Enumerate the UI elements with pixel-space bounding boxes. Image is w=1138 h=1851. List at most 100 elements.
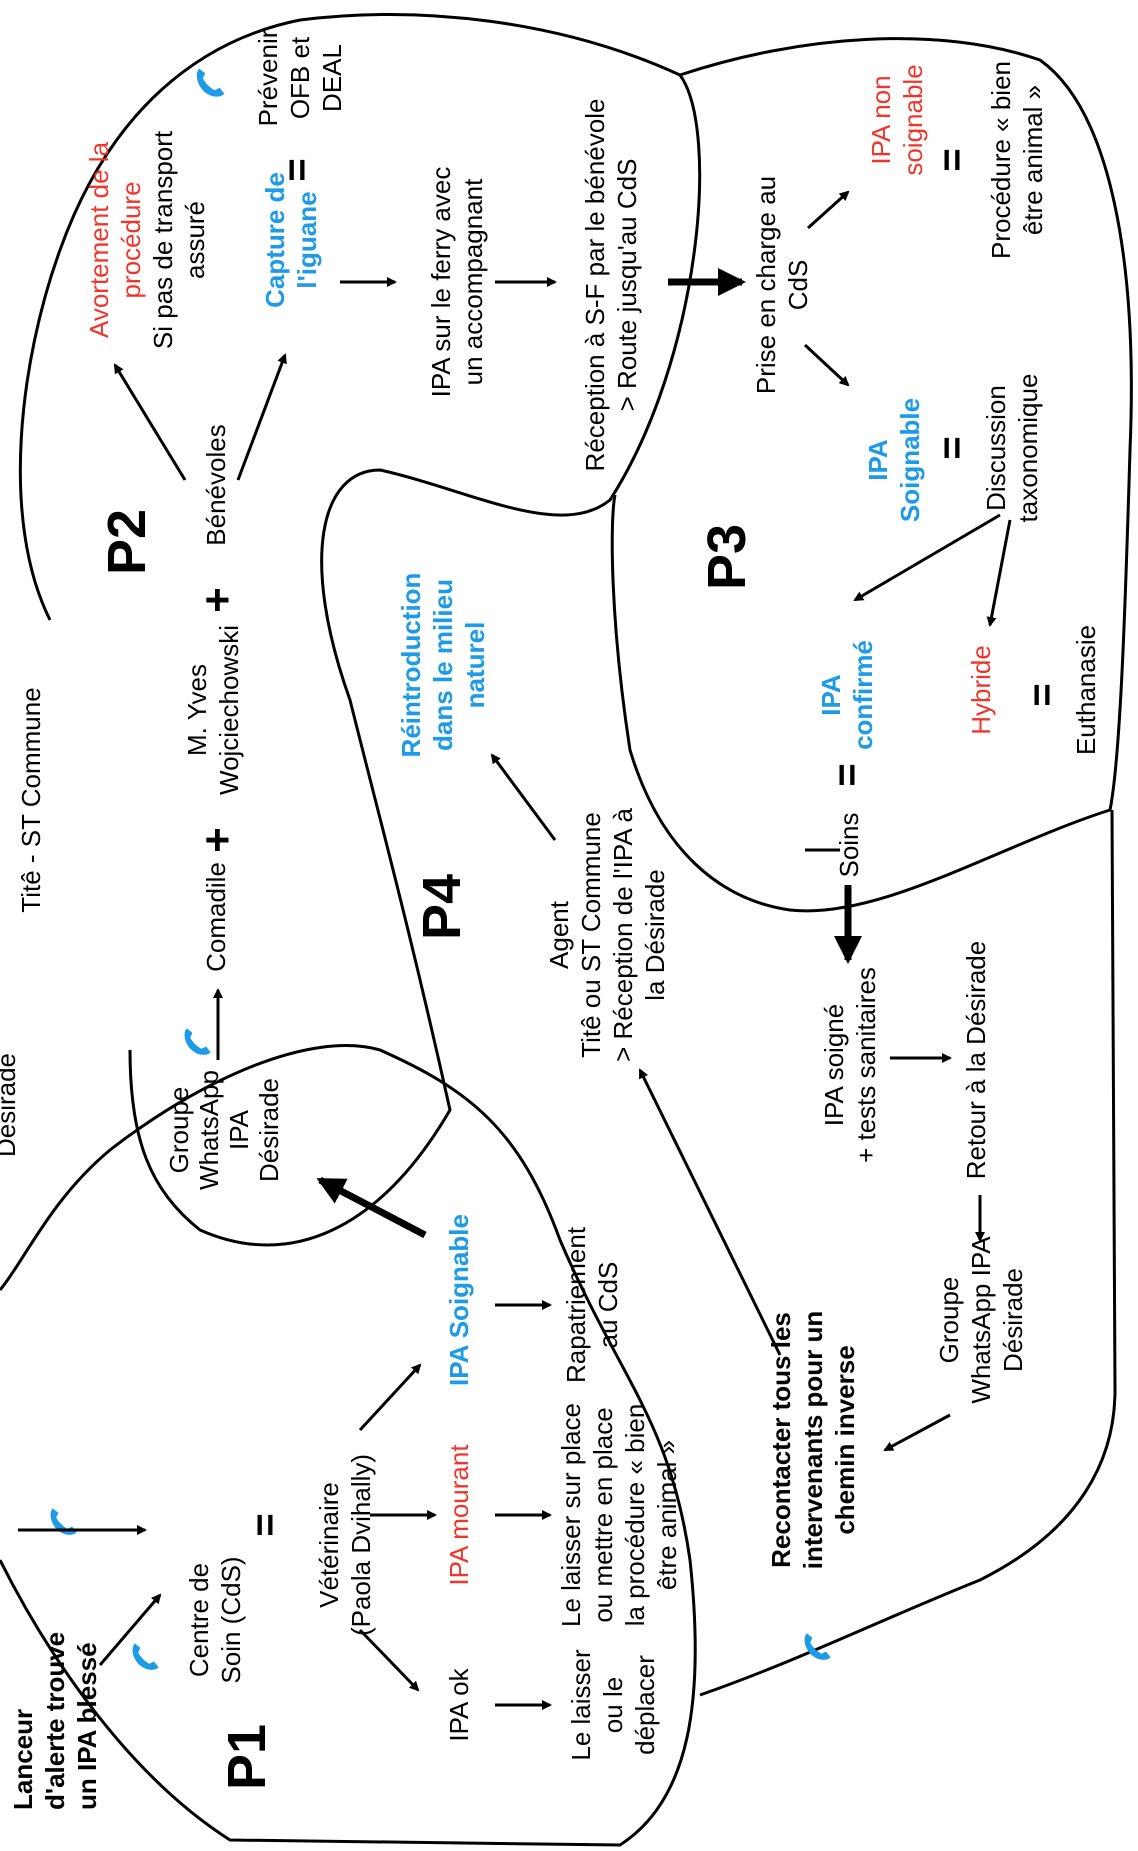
- arrow: [986, 519, 1012, 627]
- p1-region-outline: [0, 1044, 697, 1847]
- svg-text:> Route jusqu'au CdS: > Route jusqu'au CdS: [612, 159, 642, 412]
- p2-ferry-node: IPA sur le ferry avec un accompagnant: [426, 167, 488, 398]
- top-cut-label-2: Désirade: [0, 1053, 21, 1157]
- phone-icon: [132, 1643, 159, 1670]
- svg-text:WhatsApp: WhatsApp: [194, 1070, 224, 1190]
- svg-text:IPA: IPA: [863, 439, 893, 481]
- arrow: [806, 190, 850, 230]
- svg-text:> Réception de l'IPA à: > Réception de l'IPA à: [608, 808, 638, 1062]
- svg-text:(Paola Dvihally): (Paola Dvihally): [346, 1454, 376, 1636]
- plus-sign: +: [193, 827, 242, 853]
- svg-text:Lanceur: Lanceur: [8, 1709, 38, 1810]
- arrow: [883, 1413, 951, 1452]
- svg-text:Désirade: Désirade: [998, 1268, 1028, 1372]
- ipa-ok-label: IPA ok: [444, 1667, 474, 1741]
- p2-capture-node: Capture de l'iguane: [260, 172, 322, 308]
- top-cut-label: Titê - ST Commune: [16, 687, 46, 912]
- svg-text:confirmé: confirmé: [848, 640, 878, 750]
- svg-text:l'iguane: l'iguane: [292, 191, 322, 288]
- p1-cds-node: Centre de Soin (CdS): [184, 1556, 246, 1683]
- arrow: [236, 353, 287, 481]
- svg-text:OFB et: OFB et: [285, 36, 315, 119]
- svg-text:IPA non: IPA non: [866, 75, 896, 164]
- arrow: [113, 363, 187, 481]
- svg-text:Le laisser sur place: Le laisser sur place: [556, 1403, 586, 1627]
- p3-whatsapp-node: Groupe WhatsApp IPA Désirade: [934, 1236, 1028, 1404]
- svg-text:Procédure « bien: Procédure « bien: [986, 61, 1016, 259]
- svg-text:Désirade: Désirade: [254, 1078, 284, 1182]
- svg-text:CdS: CdS: [783, 260, 813, 311]
- svg-text:assuré: assuré: [180, 201, 210, 279]
- p1-leave-node: Le laisser ou le déplacer: [566, 1649, 660, 1761]
- svg-text:DEAL: DEAL: [317, 44, 347, 112]
- svg-text:Réception à S-F par le bénévol: Réception à S-F par le bénévole: [580, 99, 610, 472]
- svg-text:déplacer: déplacer: [630, 1655, 660, 1755]
- svg-text:Prévenir: Prévenir: [253, 29, 283, 126]
- svg-text:Wojciechowski: Wojciechowski: [214, 625, 244, 795]
- p1-welfare-node: Le laisser sur place ou mettre en place …: [556, 1403, 682, 1627]
- svg-text:IPA: IPA: [816, 674, 846, 716]
- euthanasie-label: Euthanasie: [1071, 625, 1101, 755]
- p3-discussion-node: Discussion taxonomique: [981, 374, 1043, 523]
- p3-soignable-node: IPA Soignable: [863, 398, 925, 522]
- svg-text:Réintroduction: Réintroduction: [396, 573, 426, 758]
- p2-reception-node: Réception à S-F par le bénévole > Route …: [580, 99, 642, 472]
- svg-text:Agent: Agent: [544, 900, 574, 969]
- svg-text:Avortement de la: Avortement de la: [84, 141, 114, 338]
- p2-whatsapp-node: Groupe WhatsApp IPA Désirade: [164, 1070, 284, 1190]
- p3-confirme-node: IPA confirmé: [816, 640, 878, 750]
- p2-yves-node: M. Yves Wojciechowski: [182, 625, 244, 795]
- p2-abort-node: Avortement de la procédure Si pas de tra…: [84, 130, 210, 349]
- arrow: [490, 753, 557, 841]
- svg-text:ou mettre en place: ou mettre en place: [588, 1407, 618, 1622]
- phase-label-p1: P1: [217, 1724, 277, 1790]
- svg-text:ou le: ou le: [598, 1677, 628, 1733]
- phase-label-p2: P2: [97, 509, 157, 575]
- phone-icon: [184, 1028, 211, 1055]
- p4-agent-node: Agent Titê ou ST Commune > Réception de …: [544, 808, 670, 1062]
- svg-text:Recontacter tous les: Recontacter tous les: [766, 1312, 796, 1568]
- p3-prise-node: Prise en charge au CdS: [751, 176, 813, 394]
- phase-label-p3: P3: [697, 524, 757, 590]
- p4-region-outline: [699, 809, 1117, 1697]
- p4-reintro-node: Réintroduction dans le milieu naturel: [396, 573, 490, 758]
- soins-label: Soins: [834, 812, 864, 877]
- equals-sign: =: [243, 1513, 287, 1536]
- svg-text:dans le milieu: dans le milieu: [428, 579, 458, 751]
- svg-text:Centre de: Centre de: [184, 1563, 214, 1677]
- ipa-soignable-label: IPA Soignable: [444, 1214, 474, 1386]
- svg-text:Capture de: Capture de: [260, 172, 290, 308]
- svg-text:Si pas de transport: Si pas de transport: [148, 130, 178, 349]
- p3-soigne-node: IPA soigné + tests sanitaires: [819, 967, 881, 1163]
- benevoles-label: Bénévoles: [201, 424, 231, 545]
- svg-text:Rapatriement: Rapatriement: [561, 1226, 591, 1383]
- p3-region-outline: [610, 37, 1133, 913]
- svg-text:chemin inverse: chemin inverse: [830, 1345, 860, 1534]
- equals-sign: =: [930, 148, 974, 171]
- svg-text:Titê ou ST Commune: Titê ou ST Commune: [576, 812, 606, 1058]
- svg-text:Groupe: Groupe: [934, 1277, 964, 1364]
- arrow: [358, 1628, 420, 1692]
- hybride-label: Hybride: [966, 645, 996, 735]
- svg-text:M. Yves: M. Yves: [182, 664, 212, 756]
- arrow: [358, 1363, 422, 1432]
- plus-sign: +: [193, 587, 242, 613]
- svg-text:+ tests sanitaires: + tests sanitaires: [851, 967, 881, 1163]
- svg-text:la procédure « bien: la procédure « bien: [620, 1404, 650, 1627]
- svg-text:au CdS: au CdS: [593, 1262, 623, 1349]
- svg-text:procédure: procédure: [116, 181, 146, 298]
- svg-text:Prise en charge au: Prise en charge au: [751, 176, 781, 394]
- p2-prevenir-node: Prévenir OFB et DEAL: [253, 29, 347, 126]
- svg-text:WhatsApp IPA: WhatsApp IPA: [966, 1236, 996, 1404]
- svg-text:intervenants pour un: intervenants pour un: [798, 1311, 828, 1570]
- arrow: [98, 1593, 162, 1666]
- equals-sign: =: [930, 436, 974, 459]
- thick-arrow: [316, 1176, 427, 1239]
- svg-text:soignable: soignable: [898, 64, 928, 175]
- comadile-label: Comadile: [201, 862, 231, 972]
- p2-region-outline: [18, 13, 702, 1247]
- equals-sign: =: [275, 158, 319, 181]
- svg-text:être animal »: être animal »: [652, 1440, 682, 1590]
- p1-repat-node: Rapatriement au CdS: [561, 1226, 623, 1383]
